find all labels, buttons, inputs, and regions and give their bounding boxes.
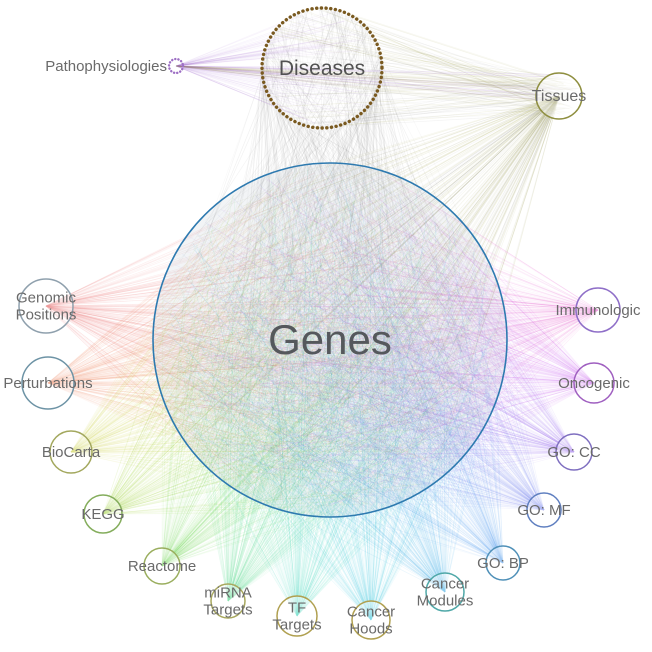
fan-kegg-to-genes — [102, 168, 499, 515]
label-perturbations: Perturbations — [3, 375, 92, 392]
fan-perturbations-to-genes — [47, 169, 501, 505]
node-tissues[interactable] — [535, 72, 583, 120]
label-genes: Genes — [268, 316, 392, 363]
label-reactome: Reactome — [128, 558, 196, 575]
label-oncogenic: Oncogenic — [558, 375, 630, 392]
edge-fans — [45, 7, 599, 621]
fan-diseases-to-genes — [168, 7, 503, 504]
fan-biocarta-to-genes — [70, 177, 489, 505]
node-genes[interactable] — [152, 162, 508, 518]
fan-oncogenic-to-genes — [172, 178, 595, 508]
label-tf-targets-0: TF — [288, 600, 306, 617]
fan-genomic-positions-to-genes — [45, 172, 504, 507]
node-mirna-targets[interactable] — [210, 583, 246, 619]
label-genomic-positions-1: Positions — [16, 307, 77, 324]
node-tf-targets[interactable] — [276, 595, 318, 637]
label-diseases: Diseases — [279, 57, 365, 80]
node-kegg[interactable] — [83, 494, 123, 534]
node-cancer-modules[interactable] — [425, 572, 465, 612]
fan-immunologic-to-genes — [178, 175, 599, 506]
fan-diseases-to-tissues — [261, 7, 582, 128]
label-genomic-positions-0: Genomic — [16, 290, 77, 307]
fan-tissues-to-genes — [167, 95, 560, 509]
node-go-cc[interactable] — [555, 433, 593, 471]
node-biocarta[interactable] — [49, 430, 93, 474]
label-go-mf: GO: MF — [517, 502, 570, 519]
node-go-bp[interactable] — [485, 545, 521, 581]
label-pathophysiologies: Pathophysiologies — [45, 58, 167, 75]
label-go-cc: GO: CC — [547, 444, 601, 461]
label-cancer-hoods-0: Cancer — [347, 604, 395, 621]
label-biocarta: BioCarta — [42, 444, 101, 461]
fan-cancer-modules-to-genes — [161, 165, 494, 593]
label-mirna-targets-0: miRNA — [204, 585, 252, 602]
node-oncogenic[interactable] — [573, 362, 615, 404]
label-tissues: Tissues — [532, 88, 587, 105]
fan-go-cc-to-genes — [157, 168, 575, 507]
fan-cancer-hoods-to-genes — [155, 182, 505, 621]
label-kegg: KEGG — [81, 506, 124, 523]
label-cancer-modules-0: Cancer — [421, 576, 469, 593]
node-diseases[interactable] — [260, 6, 384, 130]
label-immunologic: Immunologic — [555, 302, 641, 319]
node-perturbations[interactable] — [21, 356, 75, 410]
fan-pathophysiologies-to-tissues — [175, 65, 578, 113]
fan-reactome-to-genes — [161, 195, 489, 567]
label-go-bp: GO: BP — [477, 555, 529, 572]
fan-mirna-targets-to-genes — [180, 166, 504, 602]
node-go-mf[interactable] — [526, 492, 562, 528]
label-tf-targets-1: Targets — [272, 617, 321, 634]
node-immunologic[interactable] — [575, 287, 621, 333]
node-pathophysiologies[interactable] — [167, 57, 185, 75]
node-reactome[interactable] — [143, 547, 181, 585]
nodes — [18, 6, 621, 640]
node-genomic-positions[interactable] — [18, 278, 74, 334]
fan-pathophysiologies-to-diseases — [175, 11, 372, 124]
label-cancer-modules-1: Modules — [417, 593, 474, 610]
fan-go-mf-to-genes — [157, 174, 545, 511]
node-cancer-hoods[interactable] — [351, 600, 391, 640]
label-mirna-targets-1: Targets — [203, 602, 252, 619]
label-cancer-hoods-1: Hoods — [349, 621, 392, 638]
fan-tf-targets-to-genes — [165, 167, 496, 617]
fan-go-bp-to-genes — [169, 166, 504, 564]
